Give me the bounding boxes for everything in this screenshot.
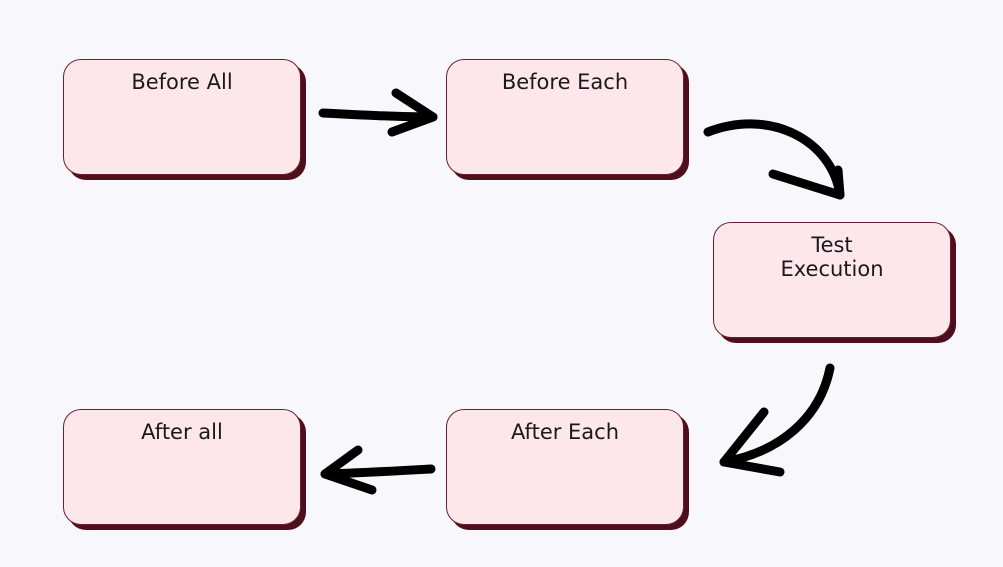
node-after-all-label: After all xyxy=(141,420,223,444)
node-test-execution-label: Test Execution xyxy=(780,233,884,281)
node-after-all: After all xyxy=(63,409,301,525)
node-before-all-label: Before All xyxy=(131,70,233,94)
node-before-all: Before All xyxy=(63,59,301,175)
node-after-each-label: After Each xyxy=(510,420,620,444)
arrow-test-execution-to-after-each xyxy=(719,363,835,477)
arrow-before-all-to-before-each xyxy=(318,88,438,137)
node-before-each-label: Before Each xyxy=(501,70,629,94)
arrow-after-each-to-after-all xyxy=(320,445,436,495)
node-test-execution: Test Execution xyxy=(713,222,951,338)
arrow-before-each-to-test-execution xyxy=(703,119,845,200)
node-after-each: After Each xyxy=(446,409,684,525)
node-before-each: Before Each xyxy=(446,59,684,175)
